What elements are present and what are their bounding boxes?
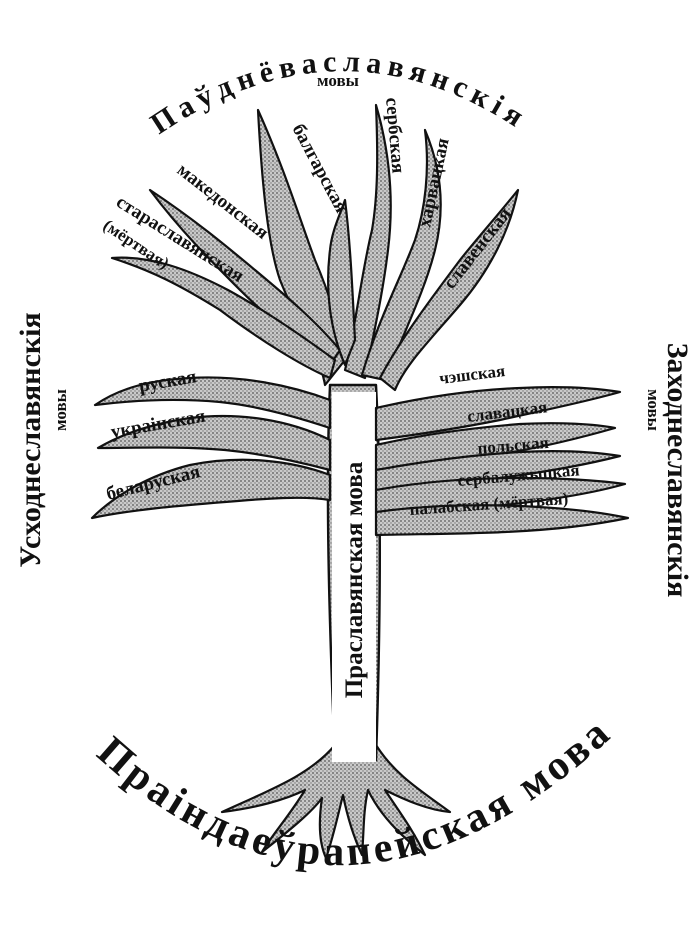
label-czech: чэшская (438, 361, 506, 388)
east-group-subtitle: мовы (51, 389, 70, 431)
west-group-title: Заходнеславянскія (661, 343, 694, 598)
east-group-title: Усходнеславянскія (14, 312, 47, 567)
south-group-subtitle: мовы (317, 71, 359, 90)
trunk-label: Праславянская мова (341, 461, 368, 698)
south-group-title: Паўднёваславянскія (145, 45, 535, 141)
label-bulgarian: балгарская (288, 120, 352, 216)
label-croatian: харвацкая (414, 136, 453, 229)
west-group-subtitle: мовы (644, 389, 663, 431)
